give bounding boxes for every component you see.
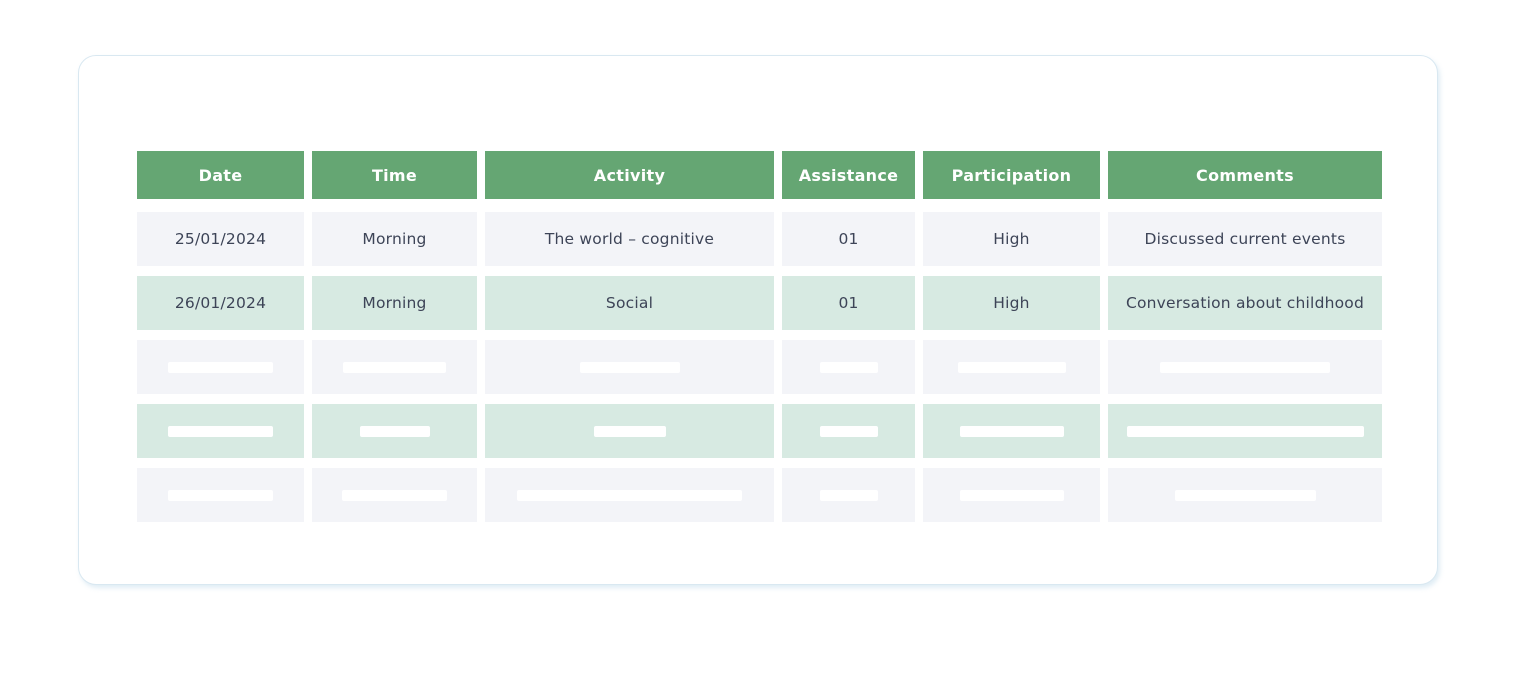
table-header-row: Date Time Activity Assistance Participat… [137,151,1383,199]
cell-time [312,404,477,458]
cell-date [137,404,304,458]
placeholder-bar [168,489,273,501]
cell-date: 26/01/2024 [137,276,304,330]
cell-comments: Conversation about childhood [1108,276,1382,330]
placeholder-bar [819,425,878,437]
table-row [137,468,1383,522]
cell-participation [923,468,1100,522]
cell-participation: High [923,212,1100,266]
cell-time: Morning [312,212,477,266]
placeholder-bar [342,489,447,501]
cell-time: Morning [312,276,477,330]
cell-date [137,340,304,394]
placeholder-bar [1174,489,1316,501]
column-header-assistance: Assistance [782,151,915,199]
cell-activity: The world – cognitive [485,212,774,266]
table-row [137,340,1383,394]
activity-table: Date Time Activity Assistance Participat… [137,151,1383,532]
cell-date: 25/01/2024 [137,212,304,266]
cell-activity [485,404,774,458]
cell-assistance [782,404,915,458]
activity-log-card: Date Time Activity Assistance Participat… [78,55,1438,585]
table-row [137,404,1383,458]
placeholder-bar [579,361,680,373]
column-header-date: Date [137,151,304,199]
placeholder-bar [959,489,1064,501]
placeholder-bar [593,425,666,437]
cell-comments: Discussed current events [1108,212,1382,266]
placeholder-bar [168,361,273,373]
placeholder-bar [517,489,742,501]
cell-activity: Social [485,276,774,330]
placeholder-bar [1126,425,1364,437]
cell-participation: High [923,276,1100,330]
cell-assistance: 01 [782,276,915,330]
cell-participation [923,340,1100,394]
placeholder-bar [959,425,1064,437]
column-header-comments: Comments [1108,151,1382,199]
cell-comments [1108,468,1382,522]
cell-assistance: 01 [782,212,915,266]
cell-time [312,340,477,394]
cell-comments [1108,404,1382,458]
cell-activity [485,340,774,394]
placeholder-bar [1160,361,1330,373]
cell-assistance [782,340,915,394]
cell-comments [1108,340,1382,394]
cell-time [312,468,477,522]
placeholder-bar [168,425,273,437]
placeholder-bar [359,425,430,437]
cell-assistance [782,468,915,522]
placeholder-bar [957,361,1066,373]
placeholder-bar [343,361,446,373]
placeholder-bar [819,361,878,373]
cell-activity [485,468,774,522]
cell-date [137,468,304,522]
placeholder-bar [819,489,878,501]
cell-participation [923,404,1100,458]
column-header-time: Time [312,151,477,199]
column-header-participation: Participation [923,151,1100,199]
column-header-activity: Activity [485,151,774,199]
